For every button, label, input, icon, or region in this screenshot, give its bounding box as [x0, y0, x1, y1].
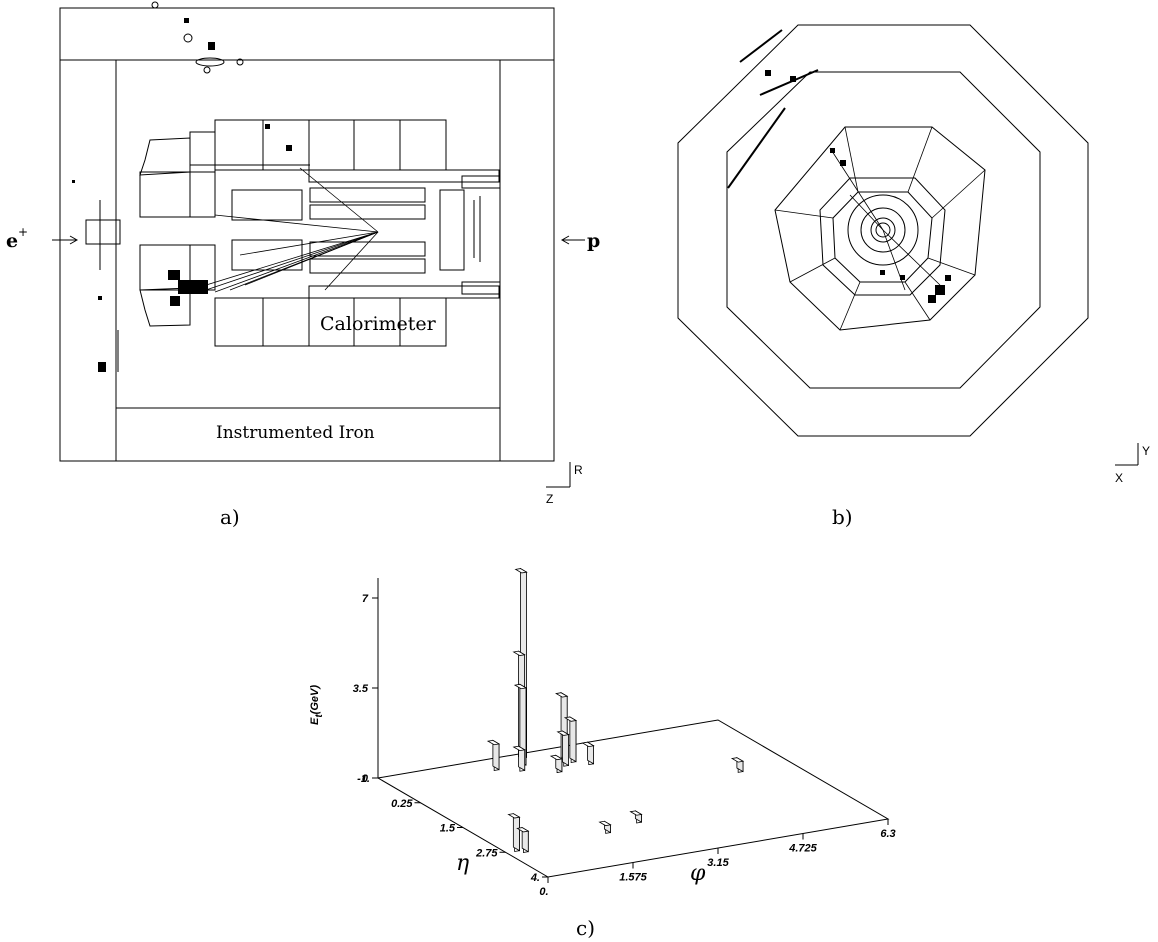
- panel-a-side-view: [59, 1, 555, 462]
- phi-tick-label: 1.575: [619, 872, 647, 884]
- beam-label-e-sup: +: [18, 225, 28, 239]
- lego-tower: [512, 745, 526, 772]
- tower-top-face: [730, 757, 745, 763]
- tower-top-face: [514, 568, 528, 574]
- beam-label-p: p: [587, 230, 600, 252]
- lego-bars: [486, 567, 745, 853]
- tower-top-face: [513, 683, 528, 690]
- instrumented-iron-label: Instrumented Iron: [216, 423, 375, 443]
- tower-top-face: [486, 739, 501, 746]
- axis-r-label: R: [574, 463, 583, 477]
- tower-top-face: [549, 754, 564, 761]
- z-axis-title-unit: (GeV): [309, 685, 321, 715]
- tower-top-face: [507, 813, 521, 819]
- panel-b-end-view: [677, 24, 1089, 437]
- phi-tick-label: 6.3: [880, 828, 895, 840]
- outer-octagon: [677, 24, 1089, 437]
- lego-ticks: 0 3.5 7 0. 1.575 3.15 4.725 6.3 -1. 0.25 1.5 2.75 4.: [353, 593, 896, 898]
- axis-z-label: Z: [546, 492, 553, 506]
- tower-top-face: [516, 827, 530, 833]
- eta-tick-label: 2.75: [475, 847, 498, 859]
- lego-tower: [507, 812, 521, 852]
- caption-b: b): [832, 505, 853, 529]
- lego-tower: [549, 754, 564, 774]
- lego-tower: [730, 756, 745, 773]
- lego-tower: [598, 820, 612, 834]
- axis-indicator-xy: Y X: [1115, 443, 1150, 485]
- phi-tick-label: 4.725: [788, 843, 817, 855]
- eta-axis-title: η: [456, 851, 469, 876]
- eta-tick-label: 4.: [530, 872, 540, 884]
- phi-axis-title: φ: [690, 861, 706, 886]
- panel-c-lego-plot: 0 3.5 7 0. 1.575 3.15 4.725 6.3 -1. 0.25 1.5 2.75 4.: [353, 567, 896, 898]
- calorimeter-label: Calorimeter: [320, 313, 437, 335]
- tower-top-face: [555, 692, 569, 698]
- phi-tick-label: 0.: [539, 886, 548, 898]
- z-axis-title-main: Et(GeV): [309, 685, 325, 725]
- inner-octagon: [726, 71, 1041, 389]
- tower-top-face: [629, 810, 643, 816]
- caption-a: a): [220, 505, 240, 529]
- tower-top-face: [598, 820, 612, 827]
- axis-indicator-rz: R Z: [546, 462, 583, 506]
- lego-tower: [629, 810, 643, 824]
- caption-c: c): [576, 916, 595, 940]
- beam-label-proton: p: [560, 230, 600, 252]
- detector-outline: [59, 7, 555, 462]
- beam-label-positron: e +: [6, 225, 79, 252]
- tower-top-face: [581, 741, 595, 748]
- phi-tick-label: 3.15: [707, 857, 729, 869]
- axis-x-label: X: [1115, 471, 1123, 485]
- axis-y-label: Y: [1142, 444, 1150, 458]
- beam-label-e: e: [6, 230, 18, 252]
- eta-tick-label: -1.: [357, 773, 370, 785]
- tower-top-face: [512, 650, 526, 656]
- tower-side-face: [562, 730, 569, 767]
- z-axis-title-e: E: [309, 717, 321, 725]
- lego-tower: [556, 730, 570, 767]
- lego-tower: [581, 741, 595, 766]
- tower-top-face: [556, 730, 570, 736]
- tower-side-face: [569, 716, 577, 763]
- lego-tower: [486, 739, 501, 771]
- eta-tick-label: 0.25: [391, 798, 413, 810]
- tower-side-face: [512, 812, 520, 852]
- z-axis-title: Et(GeV): [309, 685, 325, 725]
- z-tick-label: 7: [362, 593, 369, 605]
- z-tick-label: 0: [362, 773, 369, 785]
- z-tick-label: 3.5: [353, 683, 369, 695]
- lego-tower: [516, 826, 530, 853]
- lego-tower: [563, 716, 578, 763]
- eta-tick-label: 1.5: [440, 823, 456, 835]
- z-axis-title-sub: t: [314, 714, 325, 718]
- tower-top-face: [563, 716, 578, 722]
- calorimeter-polygon: [774, 126, 986, 331]
- tower-top-face: [512, 745, 526, 752]
